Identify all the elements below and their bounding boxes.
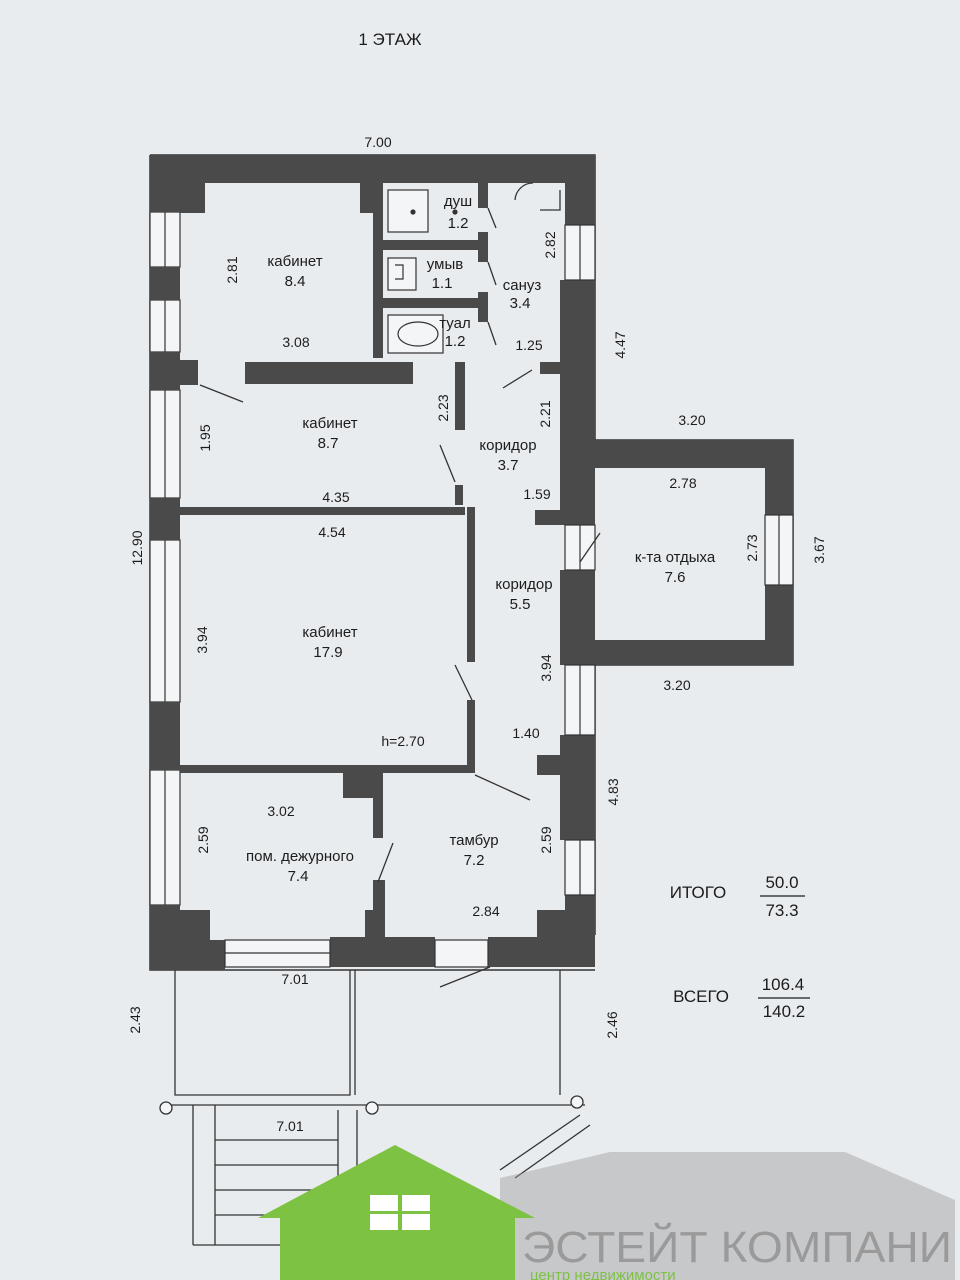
room-name: кабинет [267, 253, 322, 270]
room-name: к-та отдыха [635, 549, 716, 566]
dim-label: 3.08 [282, 334, 309, 350]
dim-label: 3.02 [267, 803, 294, 819]
room-area: 3.7 [498, 457, 519, 474]
room-name: кабинет [302, 415, 357, 432]
room-area: 8.4 [285, 273, 306, 290]
dim-label: 4.83 [605, 778, 621, 805]
dim-label: 2.73 [744, 534, 760, 561]
room-area: 1.2 [448, 215, 469, 232]
dim-label: 4.54 [318, 524, 345, 540]
dim-label: 1.95 [197, 424, 213, 451]
right-windows [224, 224, 794, 968]
dim-label: 1.25 [515, 337, 542, 353]
dim-label: 2.43 [127, 1006, 143, 1033]
room-name: умыв [427, 256, 463, 273]
dim-label: 12.90 [129, 530, 145, 565]
room-area: 7.2 [464, 852, 485, 869]
dim-label: 2.82 [542, 231, 558, 258]
vsego-top: 106.4 [762, 975, 805, 994]
door-swings [199, 182, 601, 988]
room-name: душ [444, 193, 472, 210]
ceiling-height: h=2.70 [381, 733, 424, 749]
dim-label: 2.81 [224, 256, 240, 283]
dim-label: 2.59 [538, 826, 554, 853]
room-name: коридор [479, 437, 536, 454]
room-name: коридор [495, 576, 552, 593]
dimension-labels: 7.00 2.81 3.08 2.82 4.47 1.25 2.23 2.21 … [127, 134, 827, 1134]
area-totals: ИТОГО 50.0 73.3 ВСЕГО 106.4 140.2 [670, 873, 810, 1021]
dim-label: 7.00 [364, 134, 391, 150]
dim-label: 3.94 [194, 626, 210, 653]
room-area: 17.9 [313, 644, 342, 661]
vsego-label: ВСЕГО [673, 987, 729, 1006]
dim-label: 2.23 [435, 394, 451, 421]
room-area: 8.7 [318, 435, 339, 452]
watermark-text: ЭСТЕЙТ КОМПАНИ [522, 1221, 952, 1272]
itogo-bottom: 73.3 [765, 901, 798, 920]
room-name: тамбур [449, 832, 498, 849]
itogo-top: 50.0 [765, 873, 798, 892]
dim-label: 3.20 [678, 412, 705, 428]
dim-label: 7.01 [281, 971, 308, 987]
room-area: 5.5 [510, 596, 531, 613]
room-labels: кабинет 8.4 душ 1.2 умыв 1.1 туал 1.2 са… [246, 193, 716, 885]
left-windows [149, 211, 181, 906]
dim-label: 3.94 [538, 654, 554, 681]
dim-label: 2.84 [472, 903, 499, 919]
dim-label: 7.01 [276, 1118, 303, 1134]
room-area: 1.2 [445, 333, 466, 350]
dim-label: 2.78 [669, 475, 696, 491]
room-area: 3.4 [510, 295, 531, 312]
watermark-tagline: центр недвижимости [530, 1267, 676, 1280]
floor-title: 1 ЭТАЖ [358, 30, 422, 49]
dim-label: 3.67 [811, 536, 827, 563]
walls [150, 155, 793, 970]
dim-label: 4.35 [322, 489, 349, 505]
dim-label: 1.59 [523, 486, 550, 502]
room-area: 7.4 [288, 868, 309, 885]
dim-label: 1.40 [512, 725, 539, 741]
room-name: пом. дежурного [246, 848, 354, 865]
room-name: туал [439, 315, 470, 332]
itogo-label: ИТОГО [670, 883, 727, 902]
dim-label: 2.59 [195, 826, 211, 853]
room-name: кабинет [302, 624, 357, 641]
room-area: 1.1 [432, 275, 453, 292]
dim-label: 4.47 [612, 331, 628, 358]
dim-label: 3.20 [663, 677, 690, 693]
vsego-bottom: 140.2 [763, 1002, 806, 1021]
room-area: 7.6 [665, 569, 686, 586]
watermark-logo: ЭСТЕЙТ КОМПАНИ центр недвижимости [258, 1145, 955, 1280]
sanitary-fixtures [387, 189, 458, 354]
room-name: сануз [503, 277, 542, 294]
dim-label: 2.46 [604, 1011, 620, 1038]
dim-label: 2.21 [537, 400, 553, 427]
